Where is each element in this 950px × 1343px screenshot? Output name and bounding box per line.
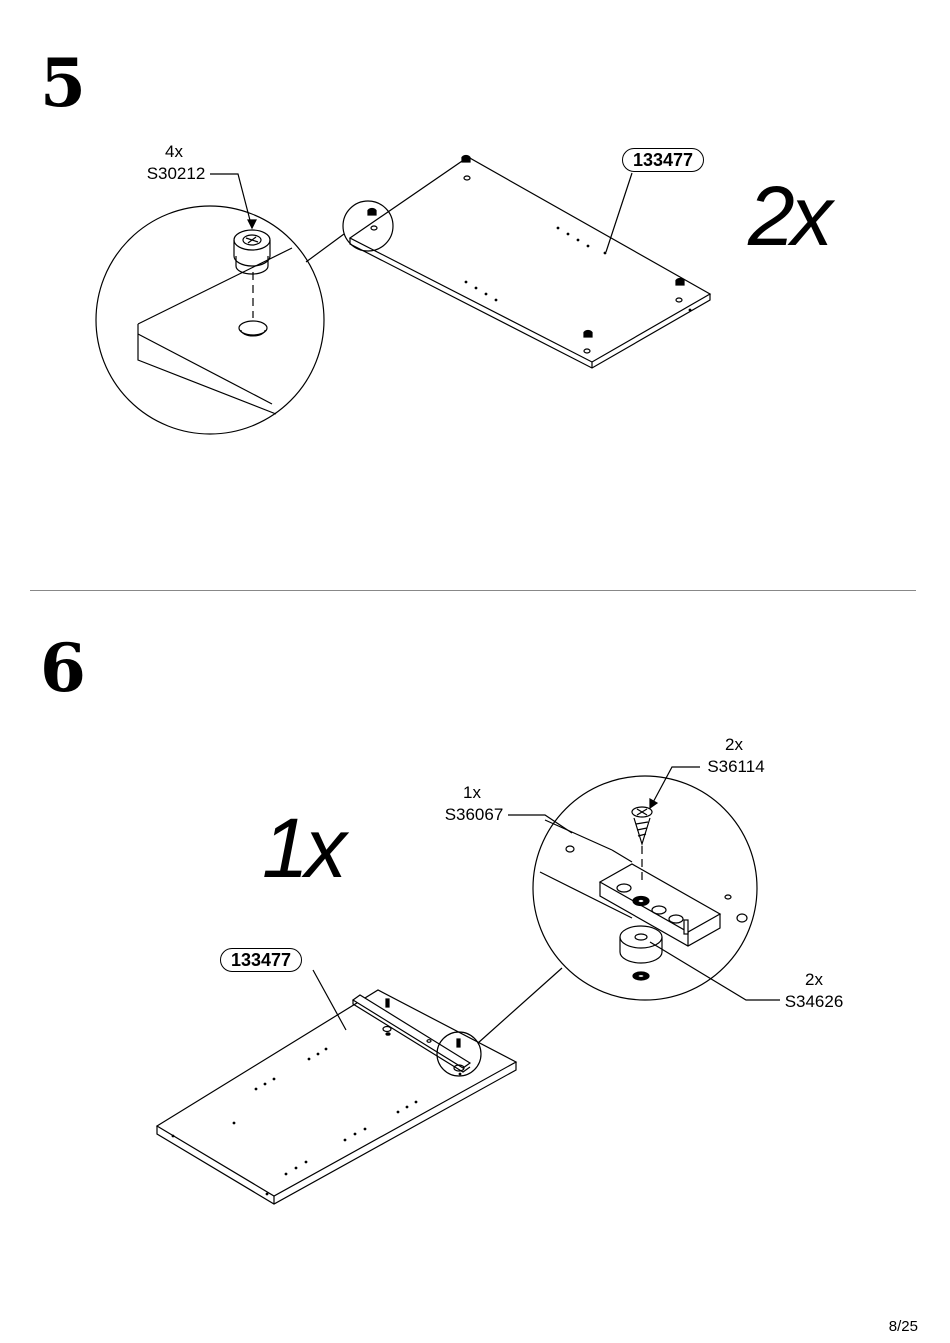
step5-quantity: 2x [748, 169, 833, 263]
step6-quantity: 1x [262, 801, 347, 895]
step6-screw-qty: 2x [725, 735, 743, 754]
step5-cam-bolts [367, 154, 685, 338]
step6-detail-circle [532, 775, 758, 1001]
step5-fitting-code: S30212 [146, 164, 206, 183]
step5-fitting-qty: 4x [165, 142, 183, 161]
step5-number: 5 [40, 44, 86, 122]
step5-board [348, 154, 712, 369]
step5-detail-marker [342, 200, 394, 252]
step6-washer-qty: 2x [805, 970, 823, 989]
step5-part-label: 133477 [622, 148, 705, 172]
step6-number: 6 [40, 629, 86, 707]
step6-rail-qty: 1x [463, 783, 481, 802]
step6-rail-code: S36067 [444, 805, 504, 824]
step6-board [155, 989, 518, 1205]
page-number: 8/25 [888, 1318, 918, 1335]
step6-detail-marker [436, 1031, 482, 1077]
step6-washer-code: S34626 [784, 992, 844, 1011]
step6-screw-code: S36114 [707, 757, 765, 776]
step6-part-label: 133477 [220, 948, 303, 972]
step-divider [30, 590, 916, 591]
step5-detail-circle [95, 205, 325, 435]
